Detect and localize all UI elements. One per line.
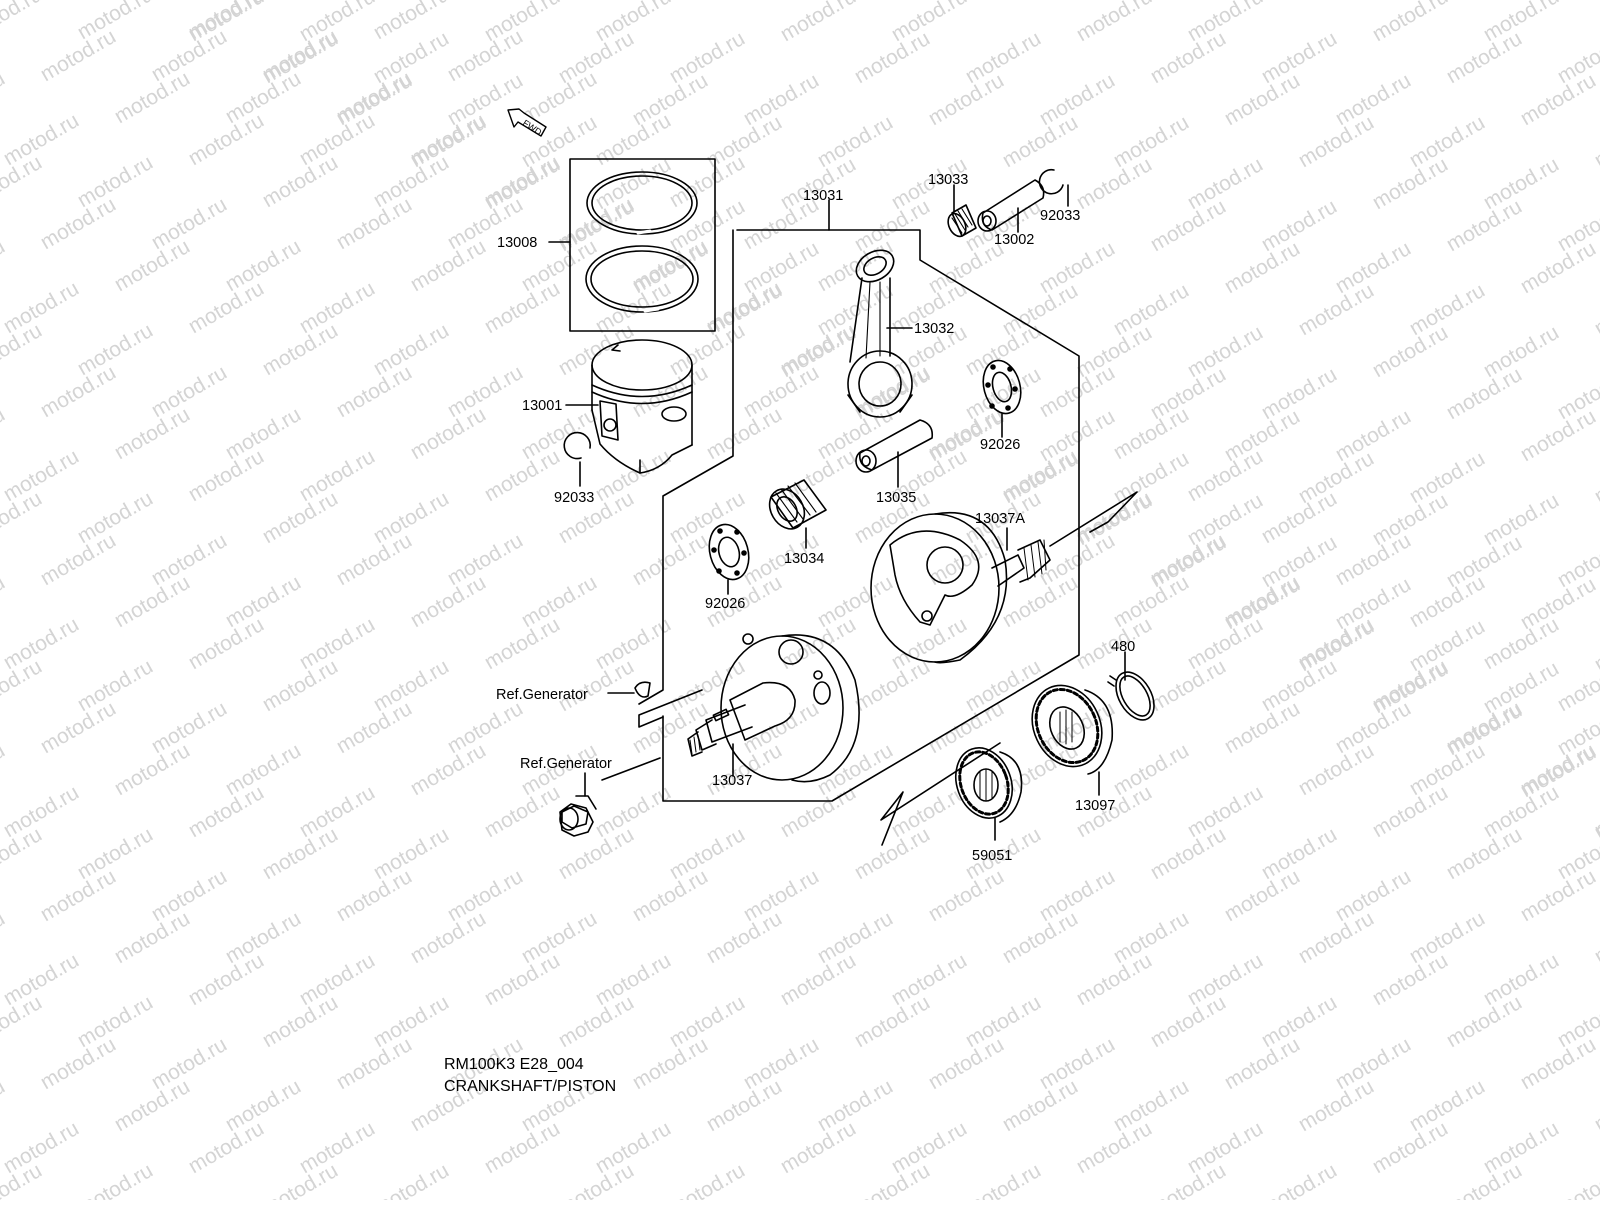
- piston-rings: [548, 158, 716, 332]
- label-92033-right: 92033: [1040, 208, 1080, 224]
- label-13035: 13035: [876, 490, 916, 506]
- thrust-washer-right: [982, 359, 1022, 438]
- piston-pin-small: [977, 179, 1045, 233]
- crank-pin: [855, 419, 934, 488]
- label-13037: 13037: [712, 773, 752, 789]
- crank-half-left: [601, 633, 860, 783]
- label-13008: 13008: [497, 235, 537, 251]
- needle-bearing-small: [947, 184, 977, 238]
- crankshaft-assembly-outline: [638, 199, 1080, 802]
- label-ref-generator-key: Ref.Generator: [496, 687, 588, 703]
- label-13001: 13001: [522, 398, 562, 414]
- diagram-footer: RM100K3 E28_004 CRANKSHAFT/PISTON: [444, 1054, 616, 1098]
- piston: [565, 339, 693, 474]
- thrust-washer-left: [708, 523, 750, 595]
- label-13034: 13034: [784, 551, 824, 567]
- part-labels: 13008 13001 92033 13031 13033 92033 1300…: [496, 172, 1135, 864]
- label-92026-right: 92026: [980, 437, 1020, 453]
- label-13033: 13033: [928, 172, 968, 188]
- label-480: 480: [1111, 639, 1135, 655]
- label-13097: 13097: [1075, 798, 1115, 814]
- crank-half-right: [870, 491, 1138, 664]
- label-59051: 59051: [972, 848, 1012, 864]
- needle-bearing-big: [768, 479, 827, 549]
- label-13031: 13031: [803, 188, 843, 204]
- circlip-right: [1038, 168, 1069, 207]
- label-92033-left: 92033: [554, 490, 594, 506]
- label-92026-left: 92026: [705, 596, 745, 612]
- label-ref-generator-nut: Ref.Generator: [520, 756, 612, 772]
- label-13037a: 13037A: [975, 511, 1025, 527]
- fwd-arrow-icon: FWD: [507, 108, 547, 138]
- circlip-480: [1107, 651, 1155, 721]
- label-13002: 13002: [994, 232, 1034, 248]
- model-code: RM100K3 E28_004: [444, 1056, 584, 1073]
- connecting-rod: [847, 249, 913, 418]
- circlip-left: [563, 431, 592, 487]
- gear-59051: [954, 747, 1023, 841]
- section-title: CRANKSHAFT/PISTON: [444, 1078, 617, 1095]
- woodruff-key: [607, 681, 703, 728]
- gear-13097: [1031, 684, 1114, 796]
- axis-line-right: [880, 742, 1001, 846]
- label-13032: 13032: [914, 321, 954, 337]
- generator-nut: [559, 772, 597, 837]
